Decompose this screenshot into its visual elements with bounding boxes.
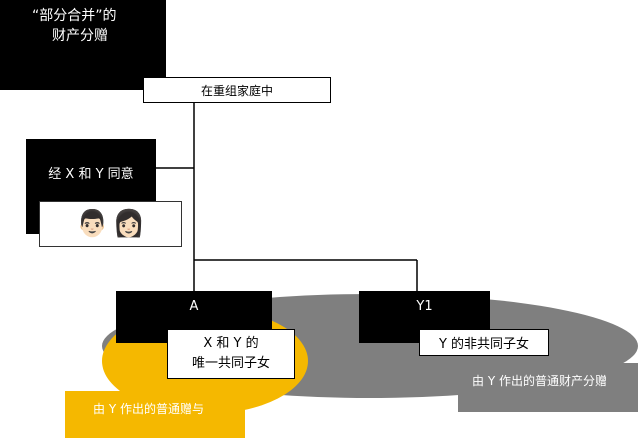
couple-box: 👨🏻 👩🏻 xyxy=(39,201,182,247)
gift-label-box: 由 Y 作出的普通赠与 xyxy=(65,391,245,438)
family-label: 在重组家庭中 xyxy=(200,83,273,98)
child-y1-desc-box: Y 的非共同子女 xyxy=(419,329,549,356)
child-a-name: A xyxy=(189,299,199,314)
child-y1-name: Y1 xyxy=(416,299,433,314)
title-line-2: 财产分赠 xyxy=(52,28,108,44)
child-a-desc-line-2: 唯一共同子女 xyxy=(191,356,270,371)
gift-label: 由 Y 作出的普通赠与 xyxy=(93,402,204,416)
child-a-desc-line-1: X 和 Y 的 xyxy=(203,336,259,351)
woman-face-icon: 👩🏻 xyxy=(112,209,145,239)
property-label: 由 Y 作出的普通财产分赠 xyxy=(472,374,607,388)
child-a-desc-box: X 和 Y 的 唯一共同子女 xyxy=(167,329,295,379)
title-line-1: “部分合并”的 xyxy=(32,8,117,24)
title-box: “部分合并”的 财产分赠 xyxy=(0,0,166,90)
family-label-box: 在重组家庭中 xyxy=(143,77,331,103)
child-y1-desc: Y 的非共同子女 xyxy=(438,337,530,352)
consent-label: 经 X 和 Y 同意 xyxy=(48,167,134,182)
property-label-box: 由 Y 作出的普通财产分赠 xyxy=(458,363,638,412)
man-face-icon: 👨🏻 xyxy=(76,209,109,239)
